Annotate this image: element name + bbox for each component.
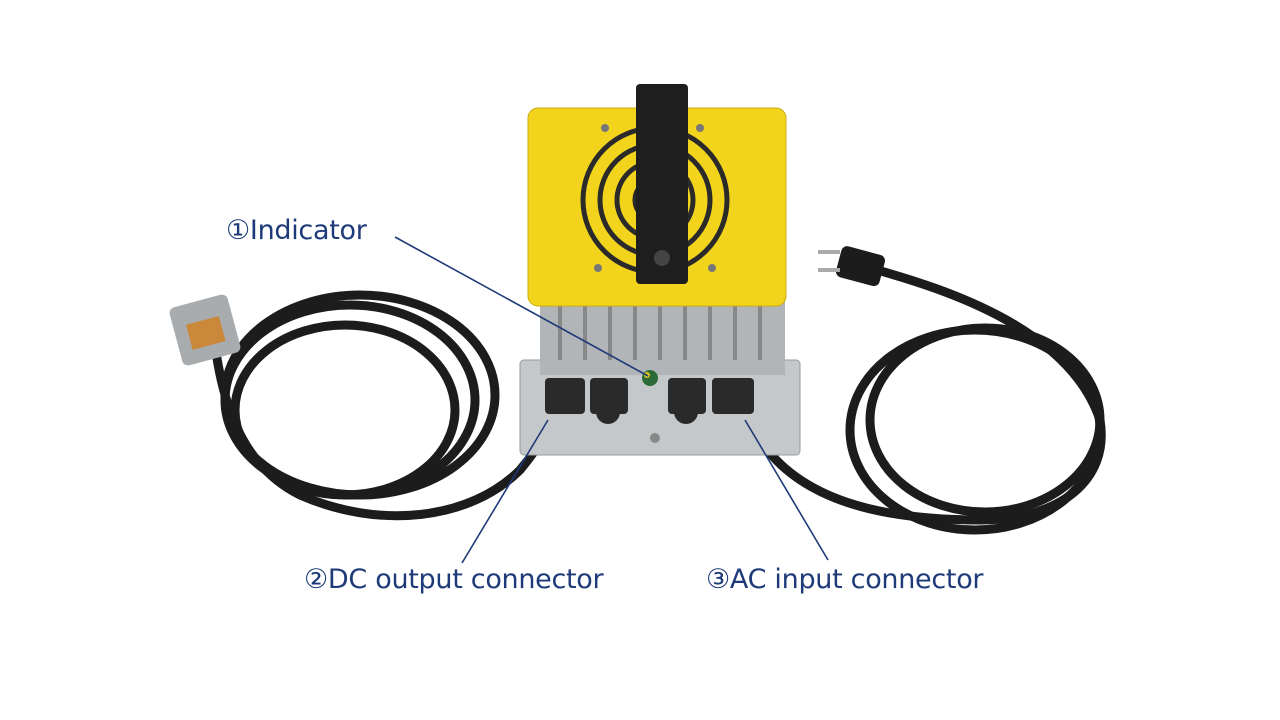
ac-plug (818, 246, 886, 287)
dc-plug (169, 294, 241, 366)
charger-body (519, 84, 801, 456)
dc-output-connector-label: ②DC output connector (304, 564, 604, 595)
connector-ports (545, 378, 754, 424)
carry-handle (636, 84, 688, 284)
indicator-label: ①Indicator (226, 215, 367, 246)
indicator-led (642, 370, 658, 386)
dc-cable-coil (210, 290, 560, 521)
leader-lines (394, 236, 829, 564)
ac-input-connector-label: ③AC input connector (706, 564, 984, 595)
